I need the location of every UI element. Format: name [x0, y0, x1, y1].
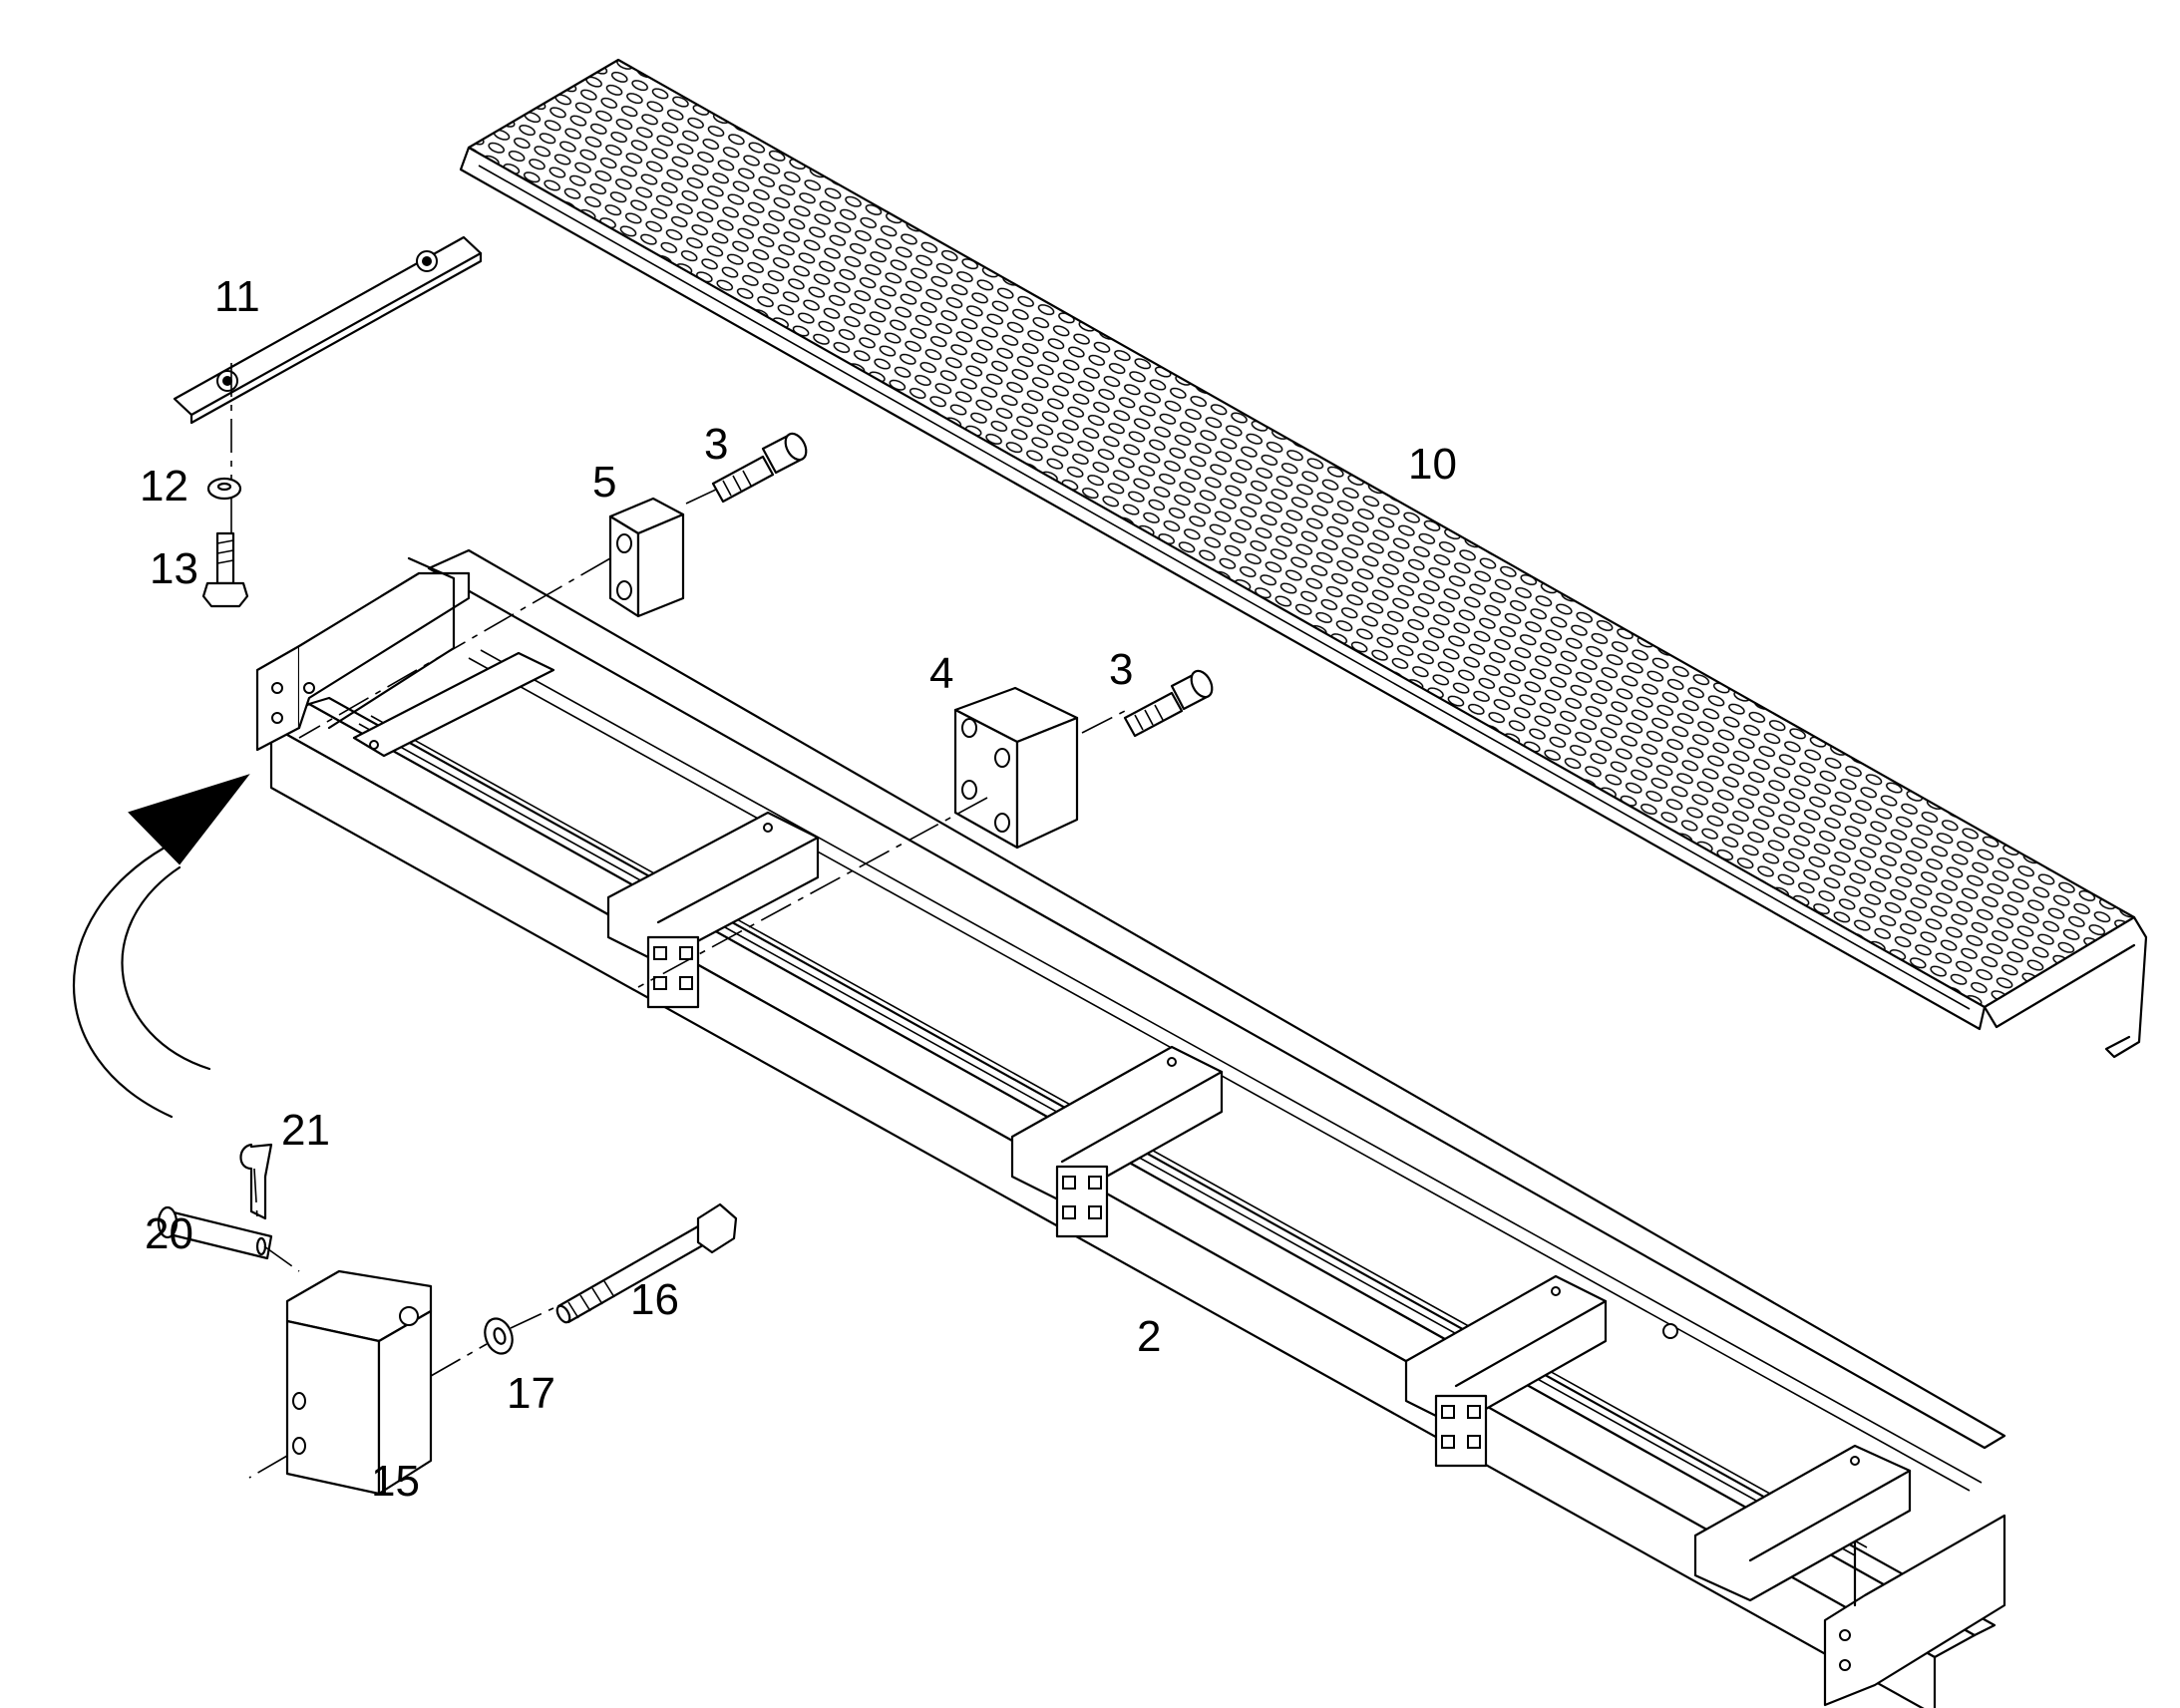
long-bolt-part-16: [555, 1202, 738, 1324]
lynch-pin-part-21: [239, 1143, 273, 1220]
washer-part-12: [206, 477, 242, 501]
clevis-pin-part-20: [157, 1205, 273, 1260]
splice-plate-1: [646, 935, 700, 1009]
block-part-4: [953, 686, 1079, 850]
splice-plate-2: [1055, 1165, 1109, 1238]
grating-step-part-10: [459, 58, 2148, 1059]
callout-2: 2: [1137, 1312, 1161, 1361]
callout-15: 15: [371, 1457, 420, 1506]
assembly-centerlines: [230, 363, 1128, 1479]
callout-20: 20: [145, 1209, 193, 1258]
callout-13: 13: [150, 544, 198, 593]
callout-3-upper: 3: [704, 420, 728, 469]
hinge-bracket-part-15: [285, 1269, 433, 1496]
installation-arrow: [73, 774, 250, 1119]
callout-17: 17: [507, 1369, 555, 1418]
callout-16: 16: [630, 1275, 679, 1324]
callout-3-lower: 3: [1109, 645, 1133, 694]
splice-plate-3: [1434, 1394, 1488, 1468]
callout-10: 10: [1408, 440, 1457, 489]
callout-11: 11: [214, 272, 260, 321]
callout-labels: 2 3 3 4 5 10 11 12 13 15 16 17 20 21: [140, 272, 1457, 1506]
cap-screw-part-3-upper: [711, 432, 808, 504]
washer-part-17: [484, 1317, 514, 1355]
hex-bolt-part-13: [201, 531, 249, 608]
callout-5: 5: [592, 458, 616, 507]
callout-12: 12: [140, 462, 188, 511]
strap-plate-part-11: [173, 235, 483, 425]
block-part-5: [608, 497, 685, 618]
cap-screw-part-3-lower: [1123, 669, 1214, 738]
callout-21: 21: [281, 1106, 330, 1155]
callout-4: 4: [929, 649, 953, 698]
step-frame-part-2: [255, 548, 2006, 1708]
